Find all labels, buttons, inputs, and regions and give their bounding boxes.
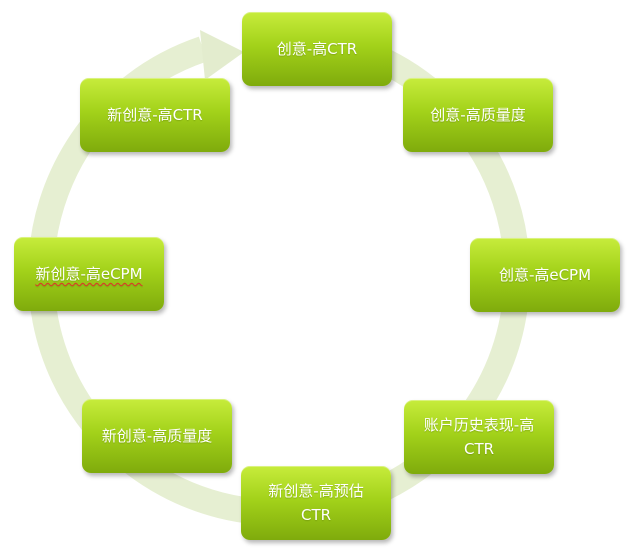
node-new-creative-high-predicted-ctr: 新创意-高预估 CTR [241, 466, 391, 540]
node-label-line-1: 账户历史表现-高 [423, 416, 535, 434]
node-label: 新创意-高质量度 [101, 427, 213, 445]
node-label-line-2: CTR [300, 506, 332, 524]
node-new-creative-high-quality: 新创意-高质量度 [82, 399, 232, 473]
node-creative-high-ecpm: 创意-高eCPM [470, 238, 620, 312]
node-label: 新创意-高eCPM [35, 265, 143, 283]
node-label-line-1: 新创意-高预估 [268, 482, 364, 500]
node-label-line-2: CTR [463, 440, 495, 458]
cycle-arrow-icon [200, 30, 244, 80]
node-label: 创意-高eCPM [498, 266, 592, 284]
node-new-creative-high-ctr: 新创意-高CTR [80, 78, 230, 152]
node-label: 创意-高CTR [276, 40, 358, 58]
node-new-creative-high-ecpm: 新创意-高eCPM [14, 237, 164, 311]
node-account-history-high-ctr: 账户历史表现-高 CTR [404, 400, 554, 474]
node-label: 新创意-高CTR [107, 106, 203, 124]
node-label: 创意-高质量度 [430, 106, 526, 124]
node-creative-high-quality: 创意-高质量度 [403, 78, 553, 152]
node-creative-high-ctr: 创意-高CTR [242, 12, 392, 86]
